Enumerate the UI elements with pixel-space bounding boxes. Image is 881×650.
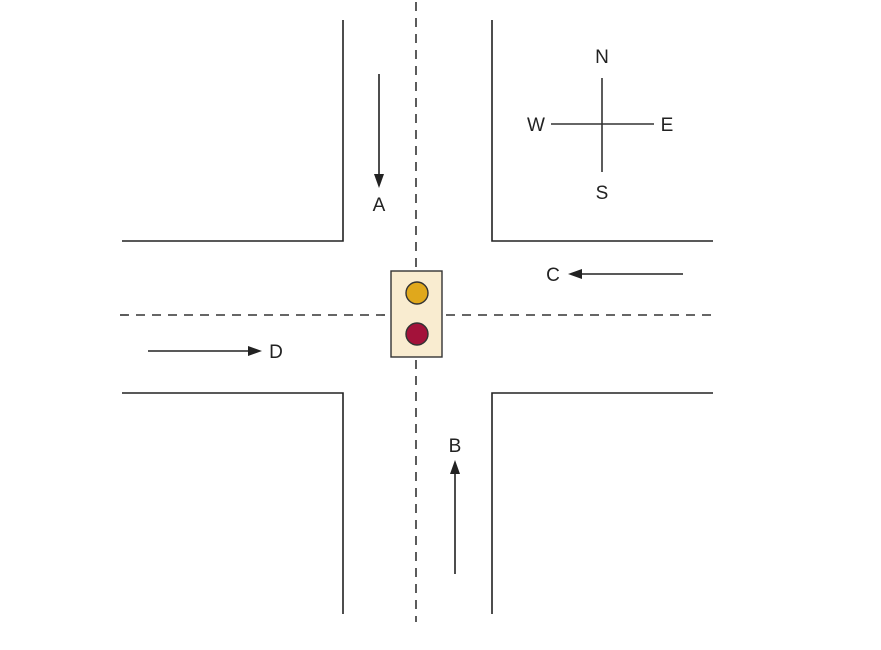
- compass-west-label: W: [527, 115, 545, 136]
- approach-c-label: C: [546, 265, 560, 286]
- approach-b-arrowhead: [450, 460, 460, 474]
- approach-d-label: D: [269, 342, 283, 363]
- curb-southwest: [122, 392, 344, 614]
- compass-east-label: E: [661, 115, 674, 136]
- approach-a-label: A: [373, 195, 386, 216]
- compass-south-label: S: [596, 183, 609, 204]
- curb-northeast: [491, 20, 713, 242]
- compass-rose: N S W E: [527, 47, 673, 204]
- center-lines: [120, 2, 712, 622]
- curb-northwest: [122, 20, 344, 242]
- signal-upper-lamp: [405, 281, 429, 305]
- approach-a-arrowhead: [374, 174, 384, 188]
- road-curbs: [122, 20, 713, 614]
- approach-d: D: [148, 342, 283, 363]
- approach-c-arrowhead: [568, 269, 582, 279]
- traffic-signal: [390, 270, 443, 358]
- compass-north-label: N: [595, 47, 609, 68]
- approach-b-label: B: [449, 436, 462, 457]
- approach-a: A: [373, 74, 386, 216]
- approach-b: B: [449, 436, 462, 574]
- curb-southeast: [491, 392, 713, 614]
- approach-d-arrowhead: [248, 346, 262, 356]
- signal-lower-lamp: [405, 322, 429, 346]
- approach-c: C: [546, 265, 683, 286]
